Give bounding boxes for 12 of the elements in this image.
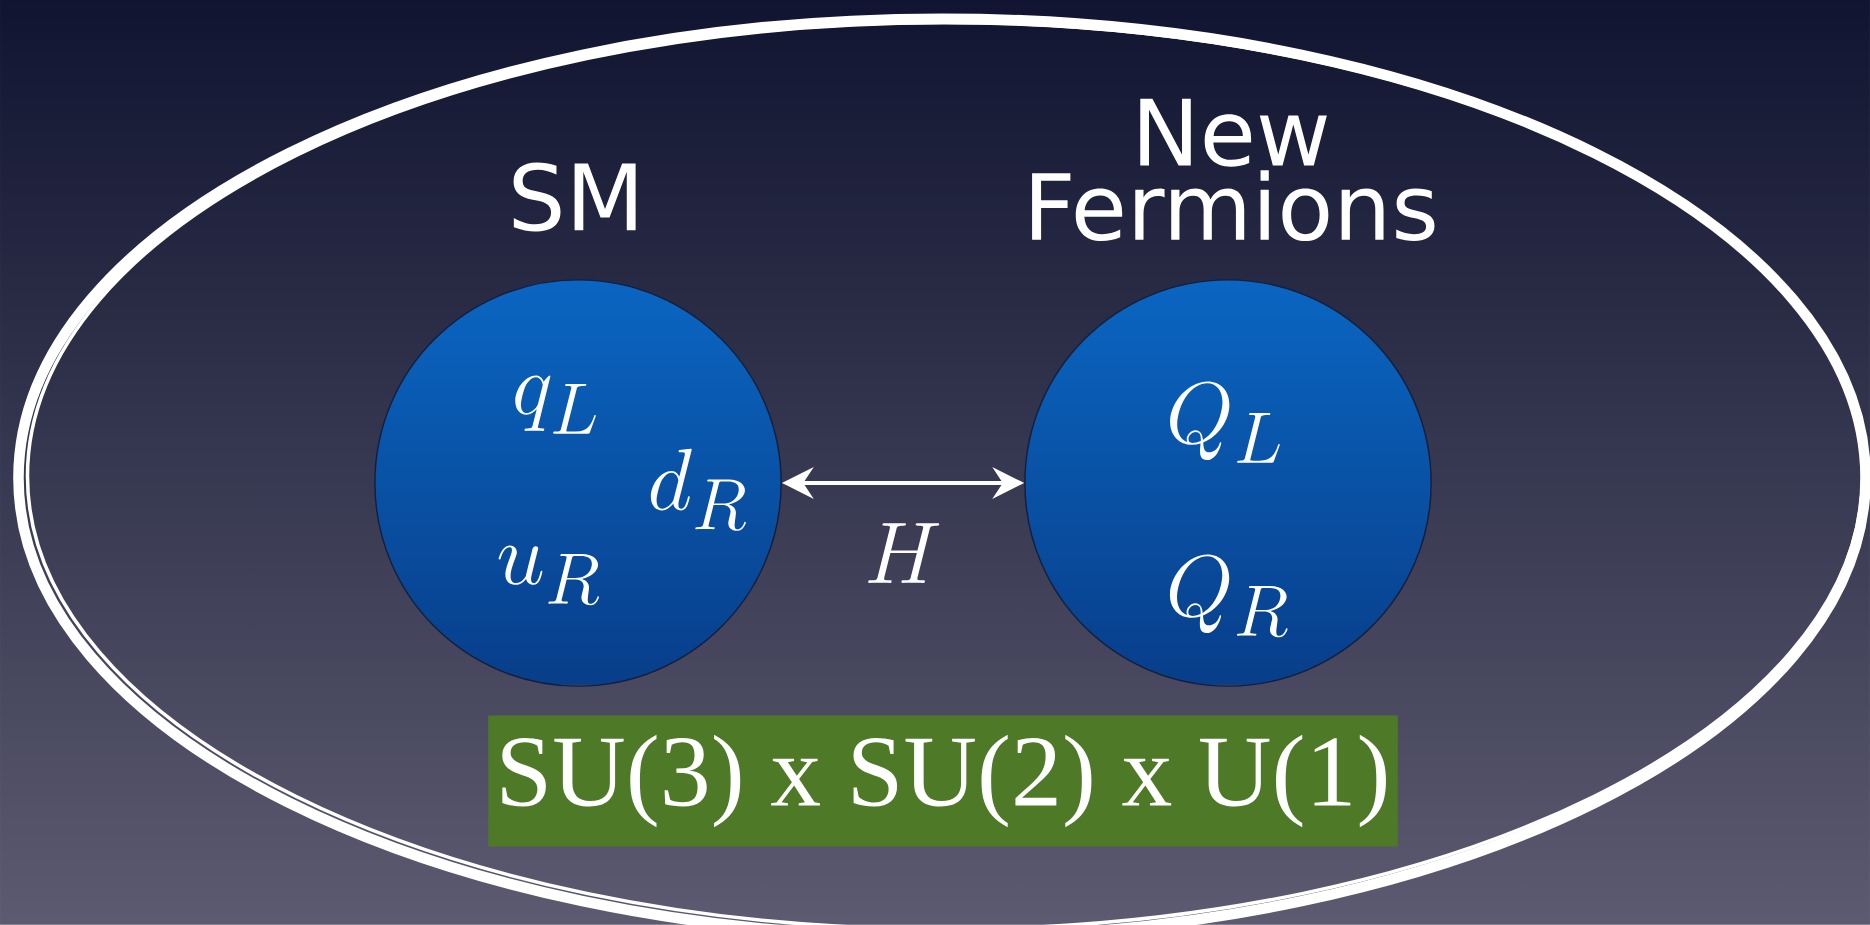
group-circle <box>1024 98 1435 687</box>
heading: New Fermions <box>1032 98 1435 242</box>
math-symbol: $d_R$ <box>650 448 746 531</box>
math-symbol: $Q_R$ <box>1169 554 1288 638</box>
math-symbol: $q_L$ <box>515 375 596 434</box>
edge-label: $H$ <box>868 523 940 583</box>
label-box <box>488 715 1398 847</box>
ellipse-outline <box>13 13 1870 925</box>
math-symbol: $Q_L$ <box>1170 381 1280 463</box>
group-label: SU(3) x SU(2) x U(1) <box>502 734 1386 828</box>
math-symbol: $u_R$ <box>498 545 599 606</box>
heading: SM <box>513 162 636 232</box>
